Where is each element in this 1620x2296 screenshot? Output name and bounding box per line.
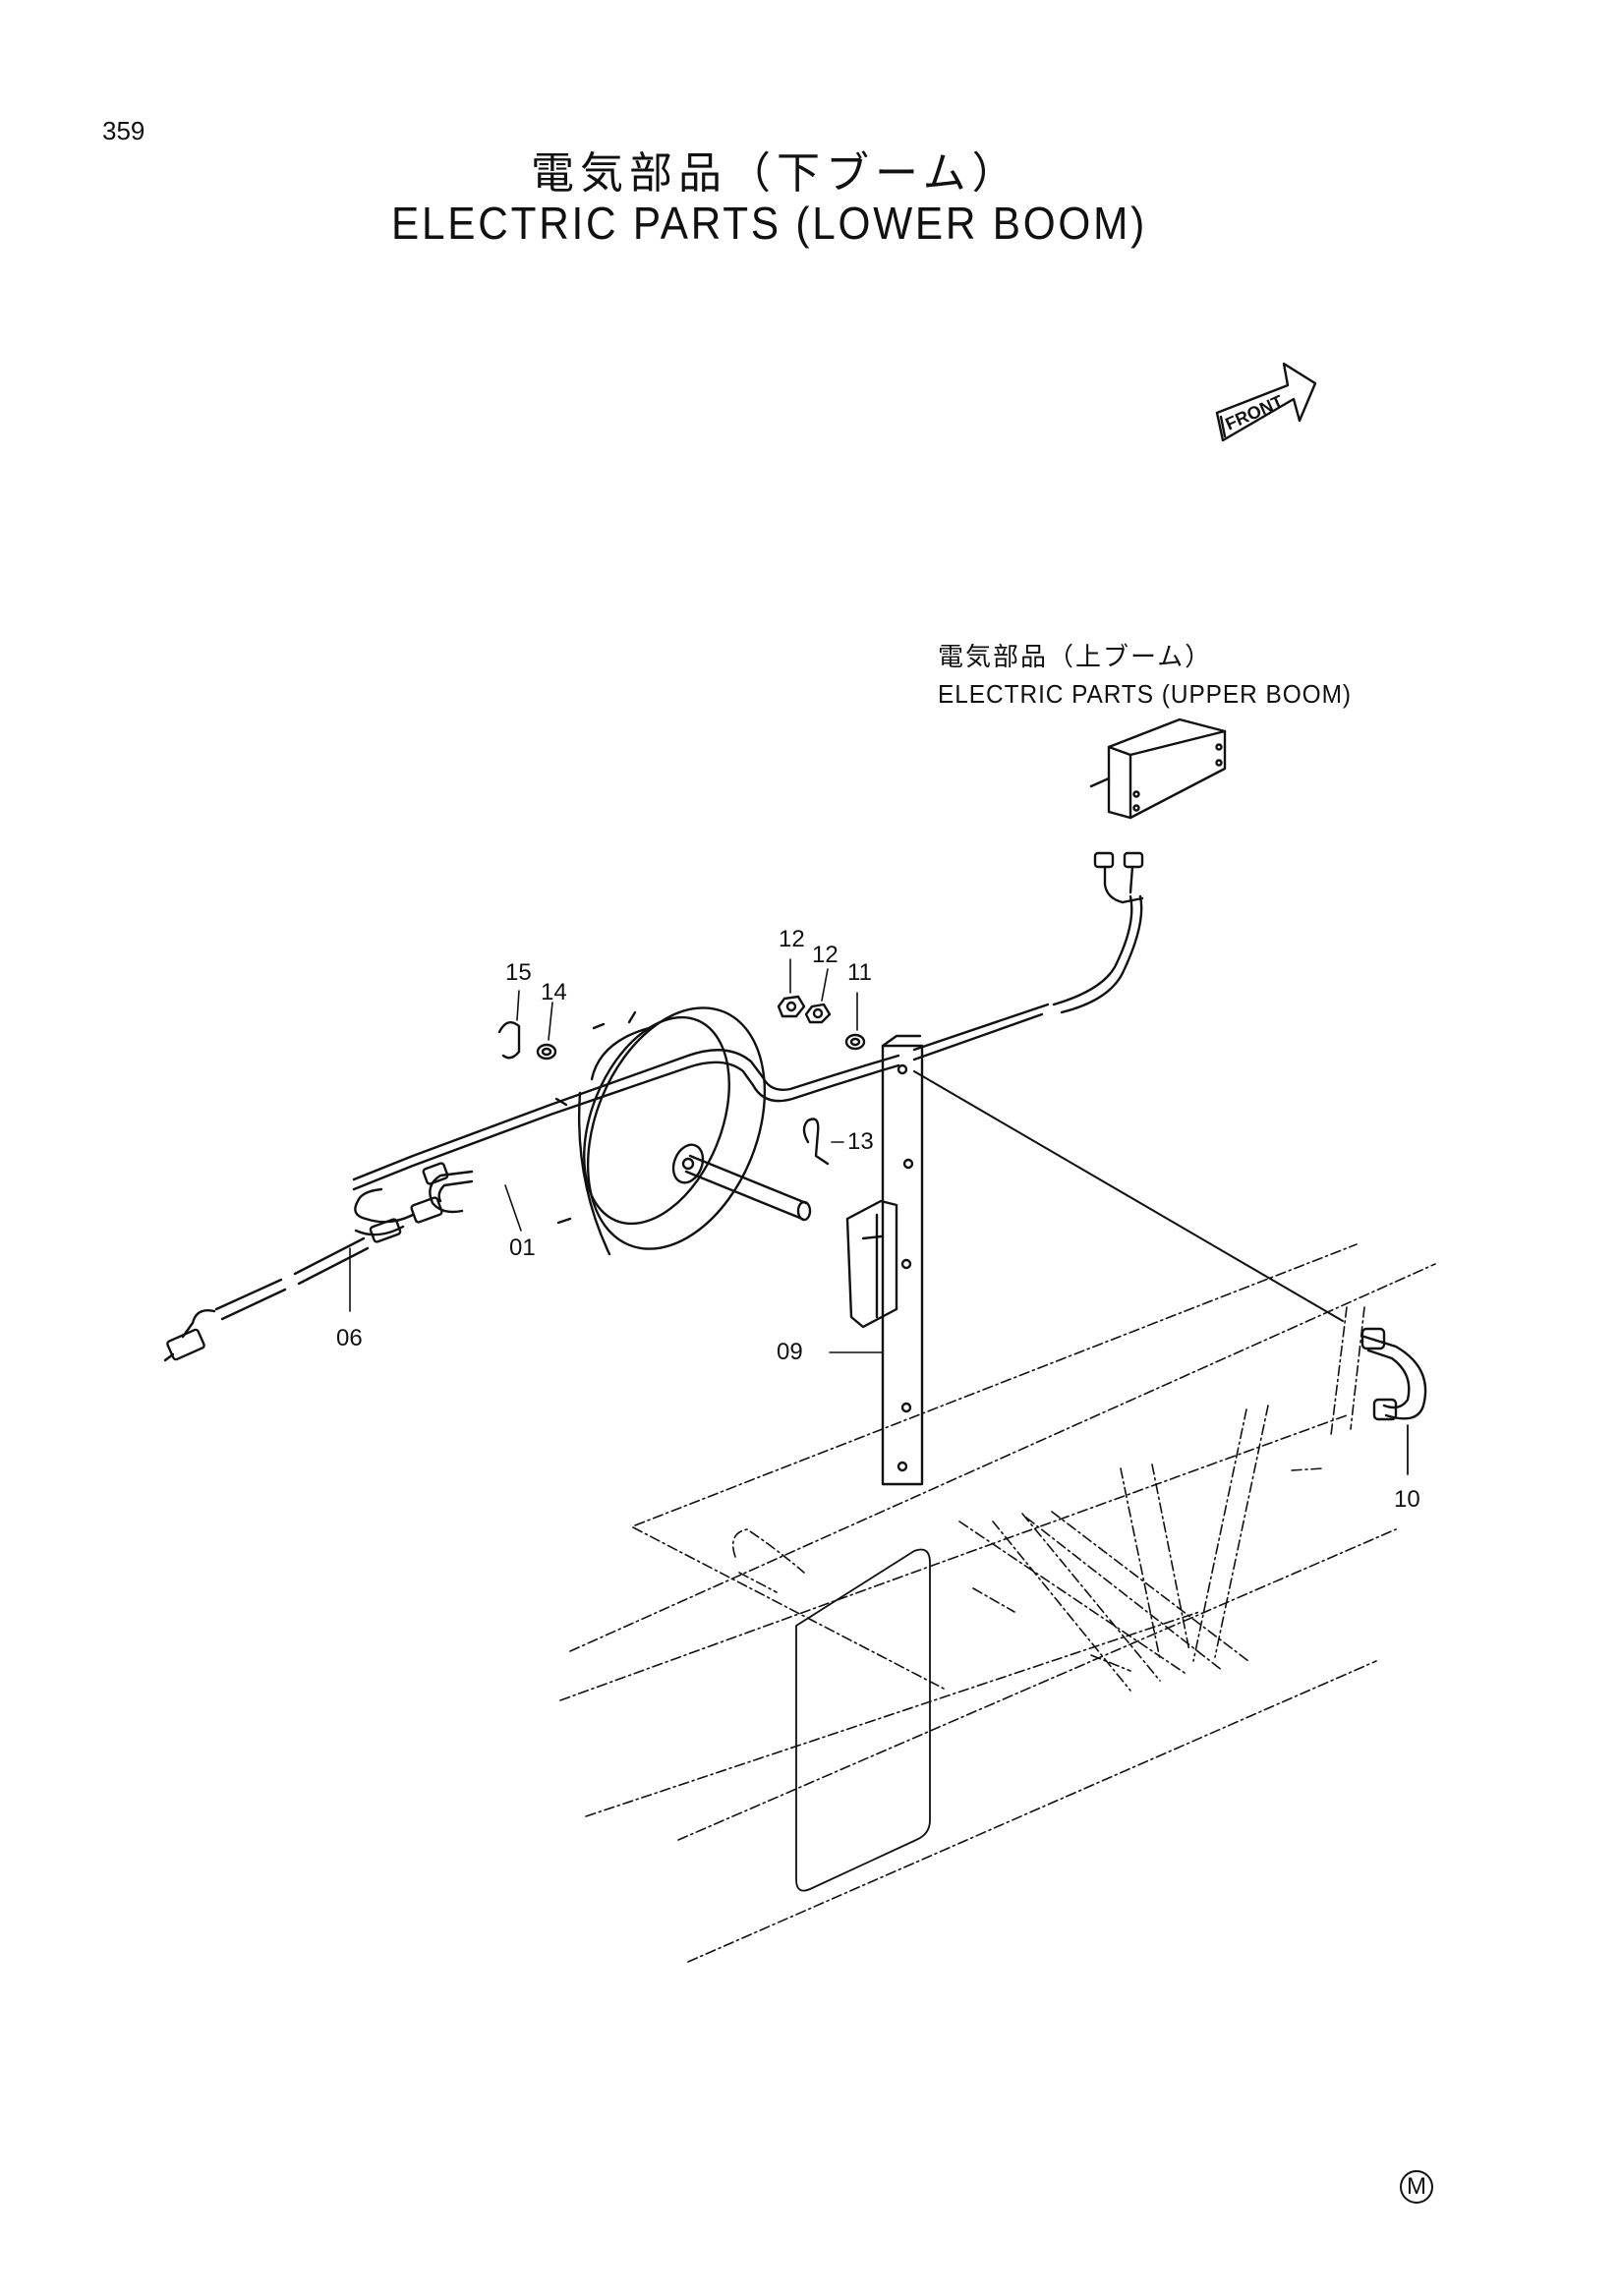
hose-10 (1360, 1327, 1427, 1475)
page-number: 359 (102, 116, 145, 145)
callout-09: 09 (777, 1339, 803, 1365)
callout-12b: 12 (812, 942, 839, 968)
callout-13: 13 (847, 1128, 874, 1155)
small-parts (497, 995, 866, 1166)
nut-12b (804, 1003, 832, 1024)
upper-boom-junction-box (1089, 718, 1227, 820)
lower-boom (559, 1243, 1436, 1963)
washer-11 (844, 1033, 866, 1051)
leader-lines (349, 958, 884, 1353)
callout-15: 15 (505, 959, 532, 986)
callout-12a: 12 (779, 926, 805, 952)
reel-shaft (684, 1154, 812, 1222)
clip-15 (497, 1020, 521, 1060)
boom-plate (795, 1548, 931, 1892)
bracket-09 (845, 1034, 924, 1486)
title-english: ELECTRIC PARTS (LOWER BOOM) (391, 198, 1147, 249)
washer-14 (536, 1043, 557, 1061)
callout-10: 10 (1394, 1486, 1420, 1513)
callout-14: 14 (541, 979, 567, 1005)
cable-06 (163, 1162, 474, 1362)
nut-12a (777, 995, 806, 1018)
callout-11: 11 (847, 959, 872, 986)
callout-06: 06 (336, 1325, 363, 1351)
box-connectors (1093, 851, 1144, 904)
callout-01: 01 (509, 1234, 536, 1261)
title-japanese: 電気部品（下ブーム） (531, 148, 1021, 199)
manufacturer-mark: M (1400, 2170, 1433, 2204)
cable-reel (554, 1006, 767, 1256)
guide-wire (913, 1070, 1344, 1322)
upper-boom-reference: 電気部品（上ブーム） ELECTRIC PARTS (UPPER BOOM) (938, 637, 1378, 710)
front-arrow-icon: FRONT (1215, 362, 1317, 442)
cable-01 (352, 894, 1143, 1191)
reference-english: ELECTRIC PARTS (UPPER BOOM) (938, 679, 1353, 709)
reference-japanese: 電気部品（上ブーム） (938, 643, 1213, 672)
pin-13 (802, 1118, 830, 1166)
